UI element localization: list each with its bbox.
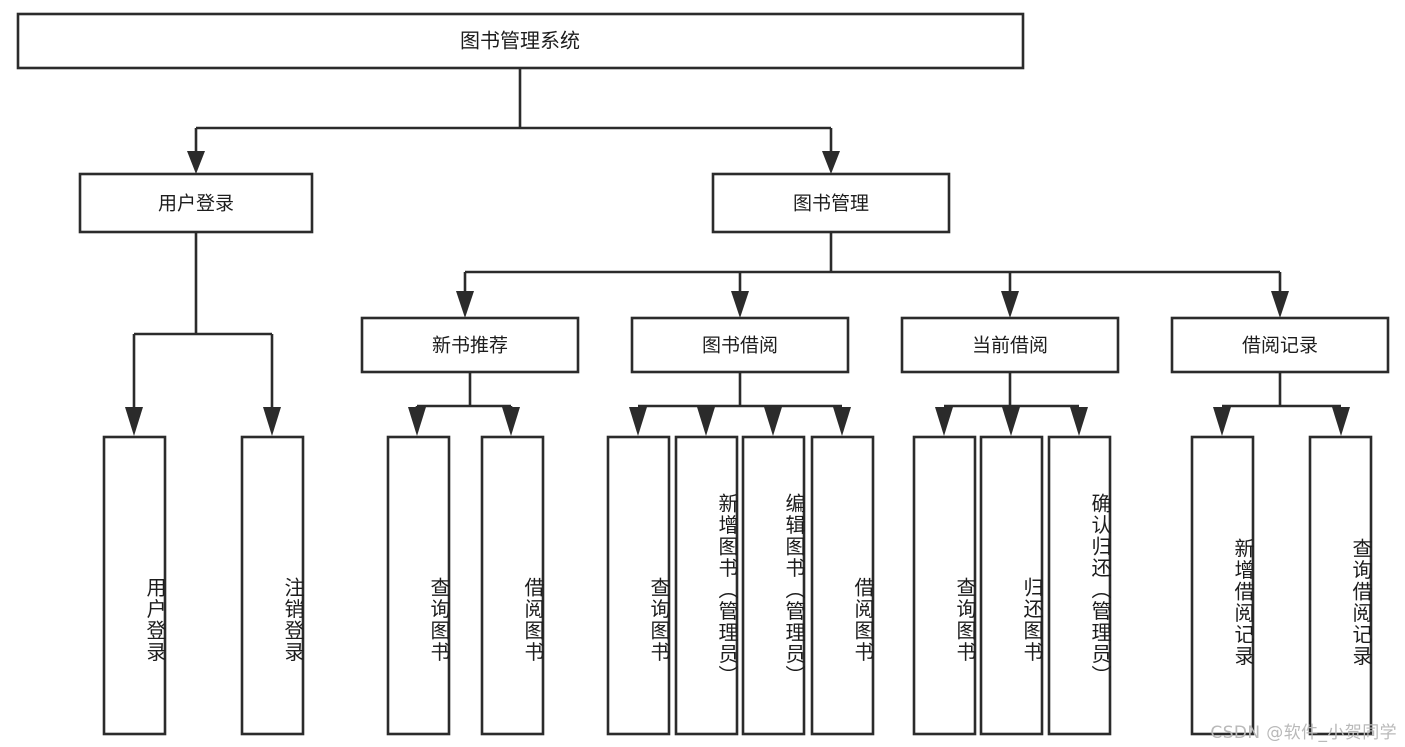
leaf-box-borrow-record-2[interactable] — [1308, 435, 1373, 736]
leaf-box-borrow-record-1[interactable] — [1190, 435, 1255, 736]
arrow-icon-borrowrecord-leaf-1 — [1213, 407, 1231, 436]
leaf-box-current-borrow-2[interactable] — [979, 435, 1044, 736]
connector-group-borrow-record-to-leaves — [1213, 372, 1350, 436]
leaf-box-current-borrow-1[interactable] — [912, 435, 977, 736]
node-new-book-recommend[interactable]: 新书推荐 — [360, 316, 580, 374]
leaf-box-book-borrow-2[interactable] — [674, 435, 739, 736]
csdn-watermark: CSDN @软件_小贺同学 — [1210, 723, 1397, 743]
node-book-management-box[interactable] — [711, 172, 951, 234]
node-current-borrow-box[interactable] — [900, 316, 1120, 374]
node-root-box[interactable] — [16, 12, 1025, 70]
leaf-group-book-borrow — [606, 435, 875, 736]
leaf-group-current-borrow — [912, 435, 1112, 736]
connector-group-new-book-to-leaves — [408, 372, 520, 436]
node-book-borrow-label: 图书借阅 — [702, 335, 778, 357]
leaf-box-new-book-1[interactable] — [386, 435, 451, 736]
leaf-box-book-borrow-1[interactable] — [606, 435, 671, 736]
node-book-borrow-box[interactable] — [630, 316, 850, 374]
arrow-icon-userlogin-leaf-2 — [263, 407, 281, 436]
leaf-group-borrow-record — [1190, 435, 1373, 736]
arrow-icon-bookborrow-leaf-2 — [697, 407, 715, 436]
node-current-borrow-label: 当前借阅 — [972, 335, 1048, 357]
arrow-icon-root-to-user-login — [187, 151, 205, 174]
node-book-management-label: 图书管理 — [793, 193, 869, 215]
arrow-icon-bookborrow-leaf-1 — [629, 407, 647, 436]
leaf-group-user-login — [102, 435, 305, 736]
node-new-book-recommend-label: 新书推荐 — [432, 335, 508, 357]
connector-group-root-to-level2 — [187, 68, 840, 174]
node-user-login-label: 用户登录 — [158, 193, 234, 215]
leaf-box-current-borrow-3[interactable] — [1047, 435, 1112, 736]
arrow-icon-bookmgmt-child-2 — [731, 291, 749, 318]
arrow-icon-bookborrow-leaf-3 — [764, 407, 782, 436]
node-borrow-record[interactable]: 借阅记录 — [1170, 316, 1390, 374]
node-book-management[interactable]: 图书管理 — [711, 172, 951, 234]
arrow-icon-newbook-leaf-2 — [502, 407, 520, 436]
node-book-borrow[interactable]: 图书借阅 — [630, 316, 850, 374]
node-new-book-recommend-box[interactable] — [360, 316, 580, 374]
arrow-icon-bookmgmt-child-3 — [1001, 291, 1019, 318]
arrow-icon-currentborrow-leaf-3 — [1070, 407, 1088, 436]
connector-group-user-login-to-leaves — [125, 232, 281, 436]
leaf-group-new-book-recommend — [386, 435, 545, 736]
connector-group-book-borrow-to-leaves — [629, 372, 851, 436]
leaf-box-new-book-2[interactable] — [480, 435, 545, 736]
arrow-icon-bookborrow-leaf-4 — [833, 407, 851, 436]
arrow-icon-bookmgmt-child-1 — [456, 291, 474, 318]
node-root-label: 图书管理系统 — [460, 29, 580, 53]
leaf-box-book-borrow-4[interactable] — [810, 435, 875, 736]
arrow-icon-currentborrow-leaf-1 — [935, 407, 953, 436]
leaf-box-book-borrow-3[interactable] — [741, 435, 806, 736]
node-root[interactable]: 图书管理系统 — [16, 12, 1025, 70]
arrow-icon-root-to-book-mgmt — [822, 151, 840, 174]
arrow-icon-newbook-leaf-1 — [408, 407, 426, 436]
arrow-icon-userlogin-leaf-1 — [125, 407, 143, 436]
node-user-login-box[interactable] — [78, 172, 314, 234]
arrow-icon-currentborrow-leaf-2 — [1002, 407, 1020, 436]
node-borrow-record-box[interactable] — [1170, 316, 1390, 374]
arrow-icon-bookmgmt-child-4 — [1271, 291, 1289, 318]
node-current-borrow[interactable]: 当前借阅 — [900, 316, 1120, 374]
node-user-login[interactable]: 用户登录 — [78, 172, 314, 234]
arrow-icon-borrowrecord-leaf-2 — [1332, 407, 1350, 436]
connector-group-current-borrow-to-leaves — [935, 372, 1088, 436]
leaf-box-user-login-1[interactable] — [102, 435, 167, 736]
connector-group-book-mgmt-to-level3 — [456, 232, 1289, 318]
leaf-box-user-login-2[interactable] — [240, 435, 305, 736]
node-borrow-record-label: 借阅记录 — [1242, 335, 1318, 357]
